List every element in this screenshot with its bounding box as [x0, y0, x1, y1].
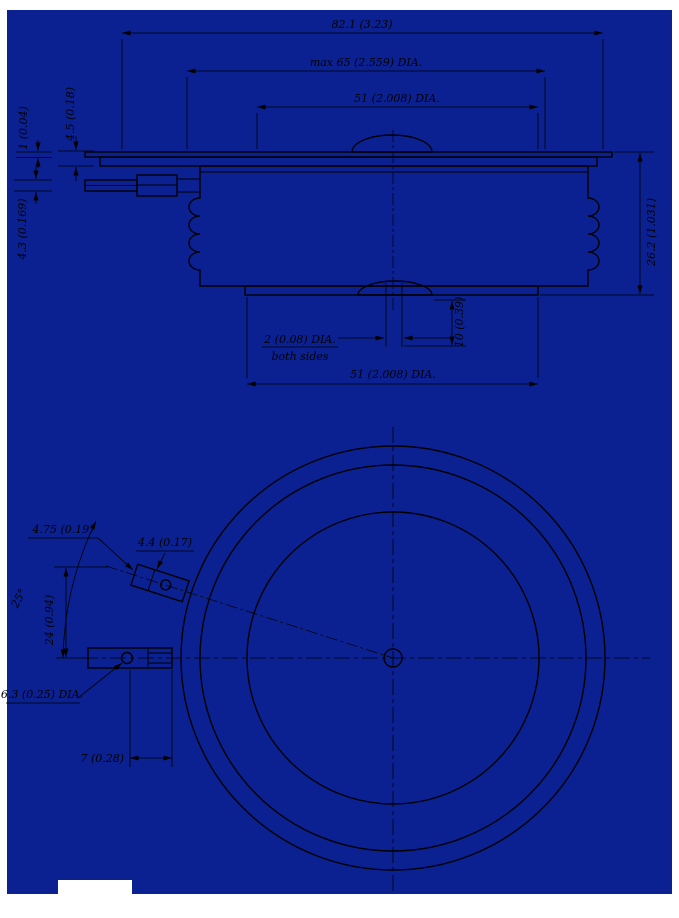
side-section-view — [84, 130, 613, 312]
white-patch — [58, 880, 132, 896]
dim-lead-end-length: 7 (0.28) — [80, 752, 124, 765]
dim-pole-dia: 51 (2.008) DIA. — [354, 92, 440, 105]
dim-lead-width: 4.75 (0.19) — [31, 523, 93, 536]
gate-lead-centerline — [105, 565, 394, 659]
gate-terminal-hole — [160, 579, 172, 591]
gate-terminal-angled — [130, 563, 190, 603]
dim-gate-hole-note: both sides — [271, 350, 328, 363]
dim-lead-end-width: 4.4 (0.17) — [137, 536, 192, 549]
dim-terminal-hole-dia: 6.3 (0.25) DIA. — [1, 688, 83, 701]
dim-face-dia: 51 (2.008) DIA. — [350, 368, 436, 381]
aux-terminal-hole — [120, 651, 134, 665]
dim-max-dia: max 65 (2.559) DIA. — [310, 56, 422, 69]
dim-overall-height: 26.2 (1.031) — [645, 198, 658, 267]
dim-gate-hole-depth: 10 (0.39) — [453, 297, 466, 348]
dim-lip-thickness: 1 (0.04) — [17, 106, 30, 150]
dim-lead-offset: 24 (0.94) — [43, 595, 56, 647]
bellows-left — [188, 165, 201, 287]
dim-plate-thickness: 4.5 (0.18) — [64, 87, 77, 142]
dim-lead-thickness: 4.3 (0.169) — [16, 198, 29, 260]
top-pole-boss — [351, 134, 433, 153]
bottom-plan-view — [82, 427, 650, 891]
bottom-pole-boss — [357, 280, 433, 296]
dim-gate-hole-dia: 2 (0.08) DIA. — [263, 333, 336, 346]
dim-overall-width: 82.1 (3.23) — [331, 18, 392, 31]
bellows-right — [587, 165, 600, 287]
side-view-dimensions: 82.1 (3.23) max 65 (2.559) DIA. 51 (2.00… — [14, 18, 658, 387]
